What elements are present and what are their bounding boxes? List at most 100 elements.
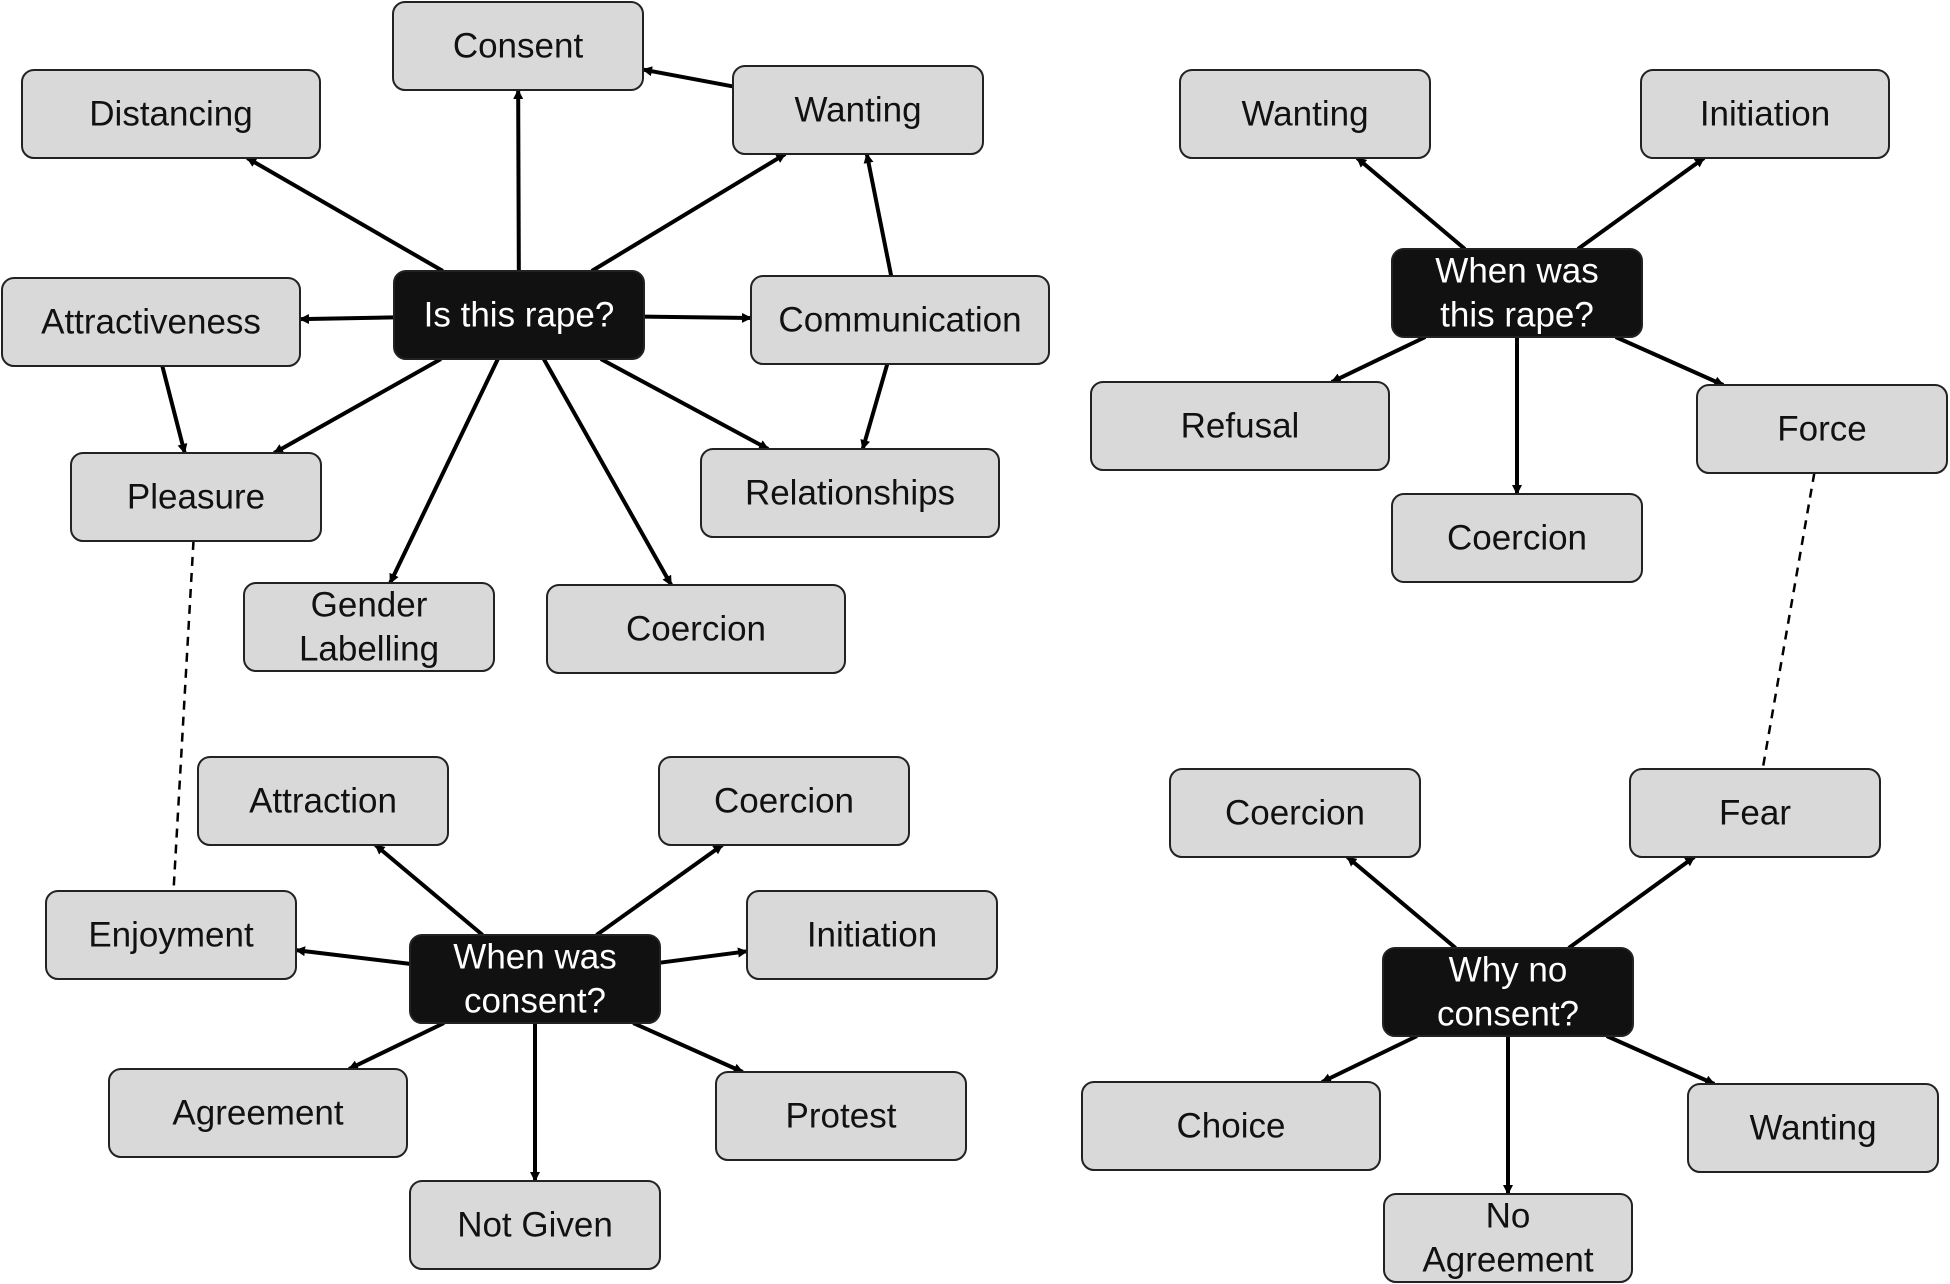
node-wanting3: Wanting bbox=[1687, 1083, 1939, 1173]
node-label-initiation2: Initiation bbox=[807, 916, 937, 955]
node-box-coercion2 bbox=[1391, 493, 1643, 583]
node-label-notgiven: Not Given bbox=[457, 1206, 613, 1245]
edge-q_rape-to-relationships bbox=[599, 357, 770, 451]
edge-communication-to-relationships bbox=[860, 363, 890, 450]
edge-attractiveness-to-pleasure bbox=[160, 365, 188, 454]
node-label-coercion3: Coercion bbox=[714, 782, 854, 821]
node-box-coercion3 bbox=[658, 756, 910, 846]
node-label-consent: Consent bbox=[453, 27, 584, 66]
node-enjoyment: Enjoyment bbox=[45, 890, 297, 980]
node-label-gender: Gender bbox=[311, 586, 428, 625]
edge-q_rape-to-communication bbox=[643, 312, 752, 323]
node-label-attractiveness: Attractiveness bbox=[41, 303, 261, 342]
node-attractiveness: Attractiveness bbox=[1, 277, 301, 367]
node-box-notgiven bbox=[409, 1180, 661, 1270]
node-label-coercion1: Coercion bbox=[626, 610, 766, 649]
node-box-coercion4 bbox=[1169, 768, 1421, 858]
node-box-q_when_rape bbox=[1391, 248, 1643, 338]
node-label-coercion2: Coercion bbox=[1447, 519, 1587, 558]
node-label-enjoyment: Enjoyment bbox=[88, 916, 254, 955]
node-label-relationships: Relationships bbox=[745, 474, 955, 513]
edge-q_why_no-to-choice bbox=[1321, 1034, 1418, 1084]
node-box-force bbox=[1696, 384, 1948, 474]
node-box-wanting3 bbox=[1687, 1083, 1939, 1173]
edge-q_when_consent-to-protest bbox=[632, 1021, 744, 1074]
node-label-q_when_consent: When was bbox=[453, 938, 616, 977]
node-coercion3: Coercion bbox=[658, 756, 910, 846]
node-label-gender: Labelling bbox=[299, 630, 439, 669]
node-relationships: Relationships bbox=[700, 448, 1000, 538]
edge-q_when_consent-to-agreement bbox=[348, 1021, 445, 1071]
node-consent: Consent bbox=[392, 1, 644, 91]
node-fear: Fear bbox=[1629, 768, 1881, 858]
node-label-wanting1: Wanting bbox=[794, 91, 921, 130]
edge-q_when_rape-to-refusal bbox=[1330, 335, 1427, 384]
edge-q_why_no-to-wanting3 bbox=[1605, 1034, 1716, 1086]
node-box-communication bbox=[750, 275, 1050, 365]
node-distancing: Distancing bbox=[21, 69, 321, 159]
edge-q_why_no-to-coercion4 bbox=[1346, 855, 1457, 950]
node-label-q_rape: Is this rape? bbox=[424, 296, 615, 335]
edge-pleasure-to-enjoyment bbox=[172, 540, 195, 892]
node-box-consent bbox=[392, 1, 644, 91]
node-label-choice: Choice bbox=[1177, 1107, 1286, 1146]
node-box-initiation1 bbox=[1640, 69, 1890, 159]
edge-q_rape-to-gender bbox=[388, 358, 500, 584]
node-box-agreement bbox=[108, 1068, 408, 1158]
node-label-q_why_no: Why no bbox=[1449, 951, 1568, 990]
node-box-attraction bbox=[197, 756, 449, 846]
node-initiation2: Initiation bbox=[746, 890, 998, 980]
edge-q_rape-to-consent bbox=[513, 89, 524, 272]
node-box-distancing bbox=[21, 69, 321, 159]
node-label-wanting3: Wanting bbox=[1749, 1109, 1876, 1148]
node-refusal: Refusal bbox=[1090, 381, 1390, 471]
node-box-q_when_consent bbox=[409, 934, 661, 1024]
edge-wanting1-to-consent bbox=[642, 66, 734, 89]
edge-q_rape-to-distancing bbox=[246, 156, 444, 273]
node-coercion1: Coercion bbox=[546, 584, 846, 674]
edge-q_when_consent-to-enjoyment bbox=[295, 946, 411, 966]
node-wanting2: Wanting bbox=[1179, 69, 1431, 159]
node-label-protest: Protest bbox=[786, 1097, 897, 1136]
node-box-gender bbox=[243, 582, 495, 672]
node-box-refusal bbox=[1090, 381, 1390, 471]
edges-layer bbox=[160, 66, 1816, 1195]
node-box-q_why_no bbox=[1382, 947, 1634, 1037]
node-label-refusal: Refusal bbox=[1181, 407, 1300, 446]
node-box-attractiveness bbox=[1, 277, 301, 367]
node-label-coercion4: Coercion bbox=[1225, 794, 1365, 833]
node-box-fear bbox=[1629, 768, 1881, 858]
node-label-pleasure: Pleasure bbox=[127, 478, 265, 517]
node-label-noagreement: No bbox=[1486, 1197, 1531, 1236]
edge-q_when_consent-to-coercion3 bbox=[595, 843, 724, 937]
node-box-enjoyment bbox=[45, 890, 297, 980]
edge-force-to-fear bbox=[1761, 472, 1816, 770]
node-q_rape: Is this rape? bbox=[393, 270, 645, 360]
node-q_why_no: Why no consent? bbox=[1382, 947, 1634, 1037]
node-agreement: Agreement bbox=[108, 1068, 408, 1158]
node-box-wanting1 bbox=[732, 65, 984, 155]
node-wanting1: Wanting bbox=[732, 65, 984, 155]
node-label-fear: Fear bbox=[1719, 794, 1791, 833]
node-box-relationships bbox=[700, 448, 1000, 538]
node-coercion2: Coercion bbox=[1391, 493, 1643, 583]
node-label-communication: Communication bbox=[778, 301, 1021, 340]
node-label-initiation1: Initiation bbox=[1700, 95, 1830, 134]
node-pleasure: Pleasure bbox=[70, 452, 322, 542]
node-box-initiation2 bbox=[746, 890, 998, 980]
node-box-protest bbox=[715, 1071, 967, 1161]
node-label-wanting2: Wanting bbox=[1241, 95, 1368, 134]
node-label-q_when_rape: this rape? bbox=[1440, 296, 1594, 335]
node-box-wanting2 bbox=[1179, 69, 1431, 159]
node-box-q_rape bbox=[393, 270, 645, 360]
edge-q_rape-to-wanting1 bbox=[590, 152, 787, 273]
node-label-agreement: Agreement bbox=[172, 1094, 343, 1133]
node-label-q_why_no: consent? bbox=[1437, 995, 1579, 1034]
edge-q_rape-to-attractiveness bbox=[299, 313, 395, 324]
edge-q_when_rape-to-initiation1 bbox=[1576, 156, 1706, 251]
node-protest: Protest bbox=[715, 1071, 967, 1161]
